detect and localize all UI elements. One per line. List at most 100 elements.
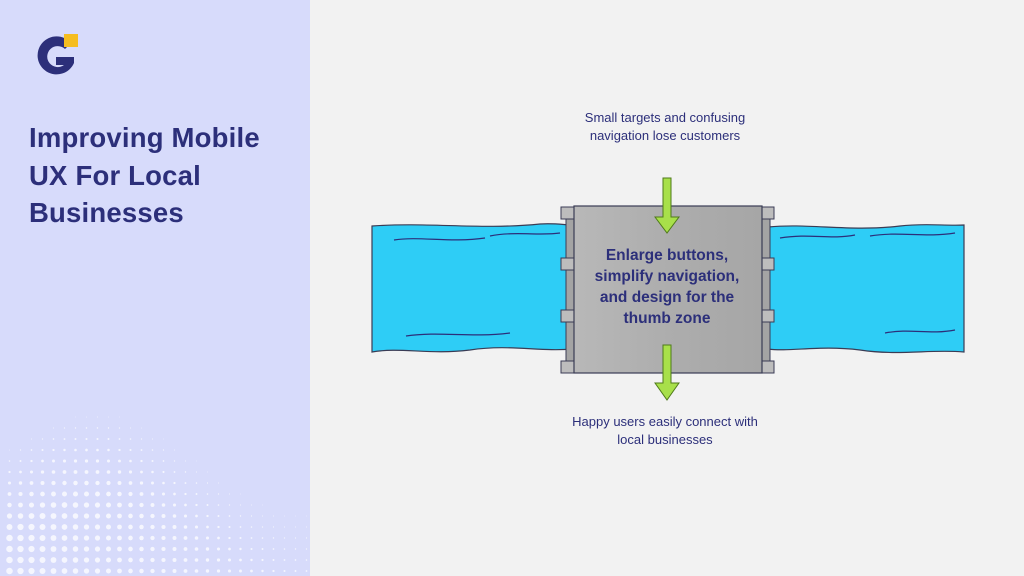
halftone-dot (72, 535, 79, 541)
halftone-dot (74, 448, 77, 452)
water-ripple (489, 232, 561, 237)
halftone-dot (118, 459, 121, 463)
halftone-dot (194, 525, 199, 529)
halftone-dot (205, 547, 210, 551)
water-ripple (869, 232, 956, 237)
halftone-dot (96, 427, 99, 429)
halftone-dot (128, 557, 133, 563)
halftone-dot (61, 513, 68, 519)
halftone-dot (41, 448, 44, 452)
halftone-dot (83, 557, 90, 563)
halftone-dot (74, 438, 77, 440)
halftone-dot (17, 534, 24, 542)
halftone-dot (63, 427, 66, 429)
halftone-dot (162, 481, 165, 485)
halftone-dot (117, 535, 122, 541)
halftone-dot (184, 471, 187, 473)
halftone-dot (50, 524, 57, 530)
halftone-dot (261, 515, 264, 517)
halftone-dot (205, 536, 210, 540)
halftone-dot (117, 502, 122, 508)
halftone-dot (162, 460, 165, 462)
halftone-dot (140, 470, 143, 474)
halftone-dot (6, 524, 13, 530)
output-caption: Happy users easily connect with local bu… (572, 414, 758, 447)
water-ripple (779, 234, 856, 239)
halftone-dot (172, 569, 177, 573)
halftone-dot (217, 525, 220, 529)
halftone-dot (205, 558, 210, 562)
halftone-dot (250, 537, 253, 539)
halftone-dot (39, 512, 46, 520)
halftone-dot (239, 558, 242, 562)
halftone-dot (28, 567, 35, 575)
halftone-dot (239, 526, 242, 528)
halftone-dot (118, 448, 121, 452)
halftone-dot (106, 502, 111, 508)
halftone-dot (30, 459, 33, 463)
halftone-dot (183, 558, 188, 562)
halftone-dot (85, 448, 88, 452)
halftone-dot (184, 492, 187, 496)
halftone-dot (62, 459, 67, 463)
halftone-dot (283, 526, 286, 528)
halftone-dot (216, 569, 221, 573)
halftone-dot (140, 449, 143, 451)
halftone-dot (107, 427, 110, 429)
halftone-dot (128, 470, 133, 474)
halftone-dot (150, 524, 155, 530)
halftone-dot (173, 460, 176, 462)
halftone-dot (283, 537, 286, 539)
halftone-dot (173, 481, 176, 485)
halftone-dot (217, 493, 220, 495)
halftone-dot (128, 568, 133, 574)
halftone-dot (83, 535, 90, 541)
halftone-dot (61, 535, 68, 541)
halftone-dot (117, 557, 122, 563)
halftone-dot (239, 536, 242, 540)
halftone-dot (73, 459, 78, 463)
halftone-dot (239, 569, 242, 573)
halftone-dot (94, 568, 101, 574)
halftone-dot (106, 535, 111, 541)
halftone-dot (128, 502, 133, 508)
filter-label: Enlarge buttons, simplify navigation, an… (594, 247, 740, 327)
halftone-dot (139, 546, 144, 552)
halftone-dot (239, 515, 242, 517)
halftone-dot (118, 438, 121, 440)
halftone-dot (195, 503, 198, 507)
halftone-dot (40, 491, 45, 497)
halftone-dot (7, 481, 12, 485)
halftone-dot (206, 493, 209, 495)
halftone-dot (28, 502, 35, 508)
halftone-dot (41, 438, 44, 440)
halftone-dot (83, 513, 90, 519)
halftone-dot (97, 416, 98, 418)
halftone-dot (95, 480, 100, 486)
halftone-dot (151, 438, 154, 440)
halftone-dot (273, 515, 274, 517)
halftone-dot (94, 502, 101, 508)
water-ripple (884, 329, 956, 334)
halftone-dot (283, 569, 286, 573)
halftone-dot (117, 568, 122, 574)
halftone-dot (250, 515, 253, 517)
halftone-dot (305, 559, 308, 561)
halftone-dot (217, 515, 220, 517)
halftone-dot (72, 513, 79, 519)
halftone-dot (284, 515, 285, 517)
halftone-dot (162, 449, 165, 451)
halftone-dot (272, 559, 275, 561)
halftone-dot (50, 502, 57, 508)
halftone-dot (172, 547, 177, 551)
halftone-dot (229, 493, 230, 495)
halftone-dot (94, 513, 101, 519)
halftone-dot (61, 502, 68, 508)
halftone-dot (228, 504, 231, 506)
halftone-dot (107, 448, 110, 452)
halftone-dot (261, 548, 264, 550)
halftone-dot (195, 514, 198, 518)
halftone-dot (95, 491, 100, 497)
halftone-dot (206, 514, 209, 518)
halftone-dot (250, 569, 253, 573)
